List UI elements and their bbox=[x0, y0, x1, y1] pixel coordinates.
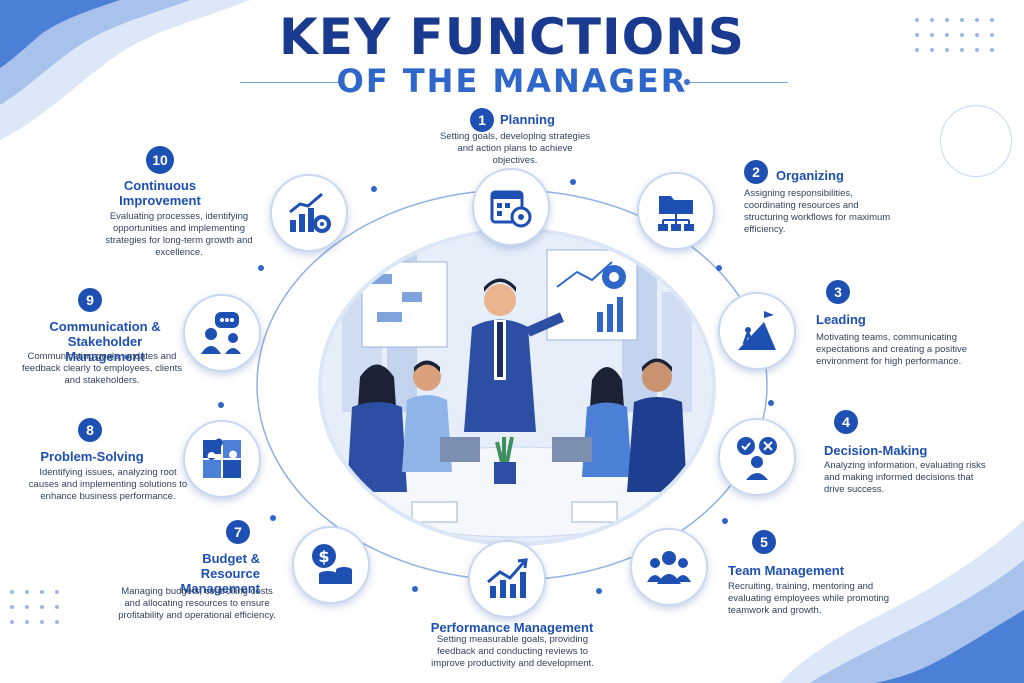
ring-dot bbox=[768, 400, 774, 406]
step-number-badge: 3 bbox=[826, 280, 850, 304]
top-left-wave-decoration bbox=[0, 0, 250, 140]
function-description: Evaluating processes, identifying opport… bbox=[105, 211, 253, 258]
function-description: Recruiting, training, mentoring and eval… bbox=[728, 581, 890, 616]
puzzle-icon bbox=[183, 420, 261, 498]
function-title: Communication & Stakeholder Management bbox=[49, 319, 161, 364]
growth-chart-icon bbox=[468, 540, 546, 618]
function-title: Budget & Resource Management bbox=[180, 551, 260, 596]
function-description: Analyzing information, evaluating risks … bbox=[824, 460, 986, 495]
person-choice-icon bbox=[718, 418, 796, 496]
function-title: Continuous Improvement bbox=[119, 178, 201, 208]
function-description: Managing budgets, controlling costs and … bbox=[118, 586, 276, 621]
step-number-badge: 2 bbox=[744, 160, 768, 184]
team-icon bbox=[630, 528, 708, 606]
ring-dot bbox=[722, 518, 728, 524]
folder-org-chart-icon bbox=[637, 172, 715, 250]
step-number-badge: 5 bbox=[752, 530, 776, 554]
step-number-badge: 9 bbox=[78, 288, 102, 312]
function-title: Decision-Making bbox=[824, 443, 928, 458]
ring-dot bbox=[258, 265, 264, 271]
function-description: Identifying issues, analyzing root cause… bbox=[28, 467, 188, 502]
function-title: Organizing bbox=[776, 168, 844, 183]
function-title: Team Management bbox=[728, 563, 845, 578]
title-rule-right bbox=[688, 82, 788, 83]
climb-flag-icon bbox=[718, 292, 796, 370]
step-number-badge: 1 bbox=[470, 108, 494, 132]
step-number-badge: 7 bbox=[226, 520, 250, 544]
function-title: Problem-Solving bbox=[40, 449, 144, 464]
ring-dot bbox=[412, 586, 418, 592]
function-description: Setting measurable goals, providing feed… bbox=[431, 634, 594, 669]
title-rule-dot-right bbox=[684, 79, 690, 85]
ring-dot bbox=[371, 186, 377, 192]
svg-text:$: $ bbox=[318, 547, 329, 566]
circle-outline-decoration bbox=[940, 105, 1012, 177]
function-title: Planning bbox=[500, 112, 555, 127]
bottom-right-wave-decoration bbox=[780, 520, 1024, 683]
chart-gear-icon bbox=[270, 174, 348, 252]
ring-dot bbox=[570, 179, 576, 185]
function-description: Motivating teams, communicating expectat… bbox=[816, 332, 968, 367]
meeting-scene-illustration bbox=[318, 228, 716, 546]
function-description: Assigning responsibilities, coordinating… bbox=[744, 188, 891, 235]
ring-dot bbox=[270, 515, 276, 521]
page-title: KEY FUNCTIONS bbox=[279, 8, 745, 66]
ring-dot bbox=[218, 402, 224, 408]
page-subtitle: OF THE MANAGER bbox=[336, 62, 688, 100]
function-description: Communicating goals, updates and feedbac… bbox=[22, 351, 182, 386]
title-rule-dot-left bbox=[338, 79, 344, 85]
step-number-badge: 4 bbox=[834, 410, 858, 434]
dollar-coins-icon: $ bbox=[292, 526, 370, 604]
title-rule-left bbox=[240, 82, 340, 83]
calendar-target-icon bbox=[472, 168, 550, 246]
function-title: Performance Management bbox=[430, 620, 594, 635]
ring-dot bbox=[716, 265, 722, 271]
step-number-badge: 10 bbox=[146, 146, 174, 174]
ring-dot bbox=[596, 588, 602, 594]
chat-people-icon bbox=[183, 294, 261, 372]
function-description: Setting goals, developing strategies and… bbox=[440, 131, 590, 166]
step-number-badge: 8 bbox=[78, 418, 102, 442]
function-title: Leading bbox=[816, 312, 866, 327]
